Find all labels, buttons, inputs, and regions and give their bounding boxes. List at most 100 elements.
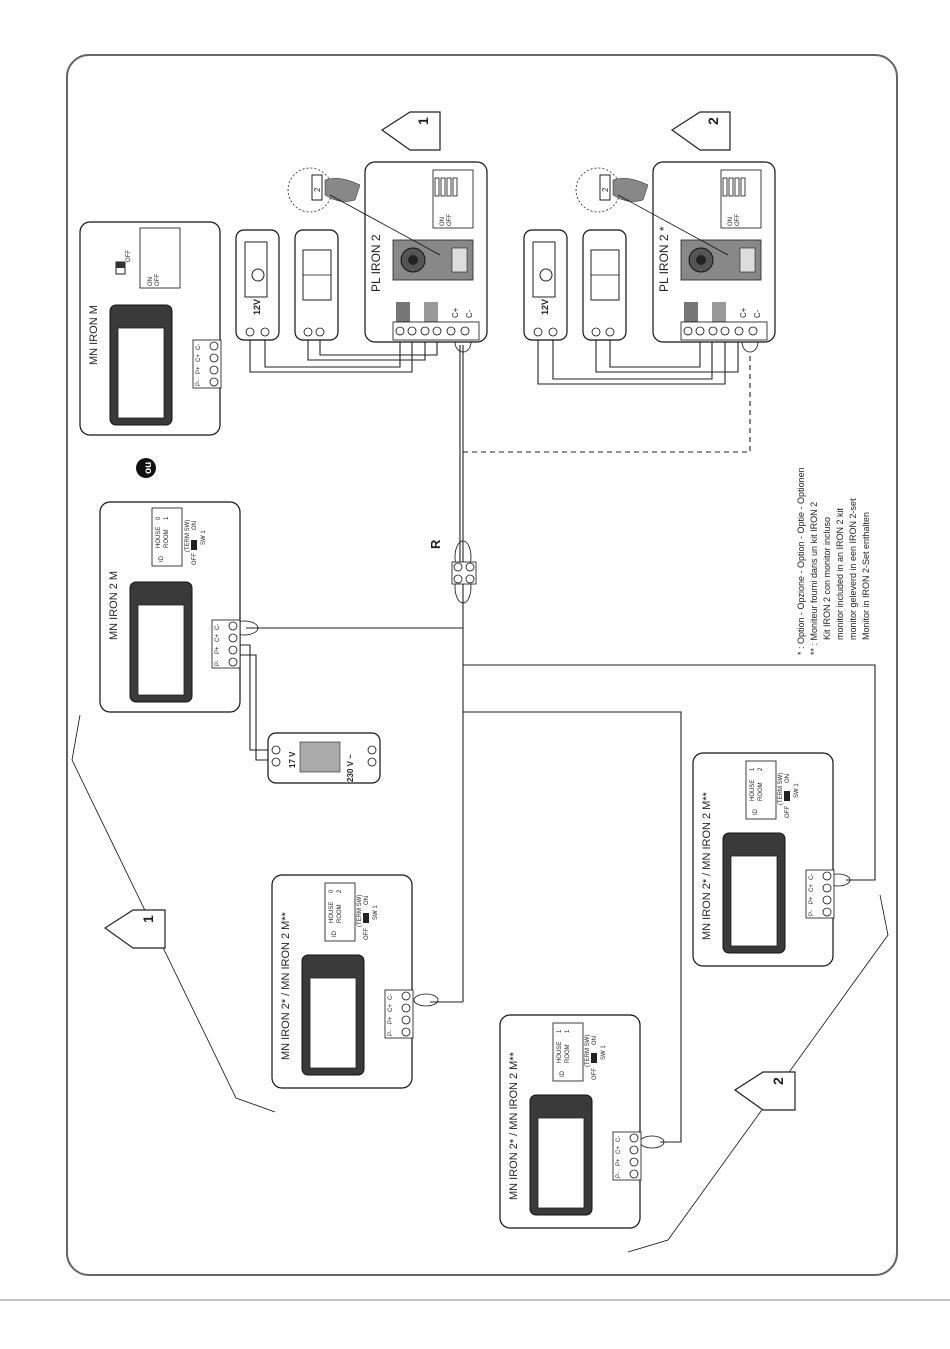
mn-iron-2-m-room: ROOM — [164, 529, 170, 548]
combo-c-term: (TERM SW) — [778, 773, 784, 805]
mn-iron-2-m-id: ID — [159, 555, 165, 562]
door-station-1: PL IRON 2 ON OFF C+ C- — [364, 161, 488, 343]
combo-b-room: ROOM — [565, 1044, 571, 1063]
mn-iron-m-term-label: P+ — [196, 366, 202, 374]
mn-iron-2-m-house-val: 0 — [156, 516, 162, 520]
monitor-combo-a: MN IRON 2* / MN IRON 2 M** ID HOUSE ROOM… — [271, 874, 414, 1089]
callout-1-label: 1 — [140, 915, 156, 923]
combo-c-term-label: C+ — [809, 884, 815, 892]
mn-iron-m-term-label: P- — [196, 380, 202, 386]
lock-2-voltage: 12V — [540, 299, 550, 315]
combo-c-term-label: P- — [809, 910, 815, 916]
mn-iron-m-term-label: C- — [196, 344, 202, 350]
legend-line-5: monitor geleverd in een IRON 2-set — [848, 498, 858, 640]
callout-2-label: 2 — [770, 1077, 786, 1085]
combo-b-sw: SW 1 — [601, 1045, 607, 1060]
combo-c-id: ID — [753, 808, 759, 815]
callout-1: 1 — [71, 714, 276, 1113]
mn-iron-2-m-term-label: C- — [215, 624, 221, 630]
gate-2 — [582, 229, 627, 341]
dip-magnifier-1: 2 — [287, 167, 441, 256]
legend-line-2: ** : Moniteur fourni dans un kit IRON 2 — [809, 502, 819, 655]
combo-a-room: ROOM — [337, 904, 343, 923]
combo-b-term-label: C- — [616, 1136, 622, 1142]
combo-a-term-label: C- — [388, 994, 394, 1000]
mn-iron-m-term-label: C+ — [196, 354, 202, 362]
door-station-2-title: PL IRON 2 * — [657, 226, 671, 292]
mn-iron-2-m-terminals: P- P+ C+ C- — [211, 619, 241, 669]
combo-b-terminals: P- P+ C+ C- — [612, 1131, 642, 1181]
combo-c-term-label: P+ — [809, 896, 815, 904]
station-arrow-2-label: 2 — [705, 117, 721, 125]
legend-line-4: monitor included in an IRON 2 kit — [835, 507, 845, 640]
mn-iron-m-dip-on: ON — [148, 277, 154, 286]
legend: * : Option - Opzione - Option - Optie - … — [796, 467, 871, 655]
or-badge-label: ou — [143, 462, 154, 474]
monitor-mn-iron-2-m: MN IRON 2 M ID HOUSE ROOM 0 1 (TERM SW) … — [99, 501, 241, 713]
psu-in: 230 V ~ — [346, 754, 355, 782]
door-station-2: PL IRON 2 * ON OFF C+ C- — [652, 161, 776, 343]
combo-c-room: ROOM — [758, 782, 764, 801]
combo-c-title: MN IRON 2* / MN IRON 2 M** — [701, 791, 713, 940]
door-station-1-title: PL IRON 2 — [369, 234, 383, 292]
combo-c-house-val: 1 — [750, 767, 756, 771]
door-station-1-dip-on: ON — [440, 217, 446, 226]
station-arrow-1: 1 — [380, 111, 441, 151]
mn-iron-2-m-term: (TERM SW) — [185, 520, 191, 552]
door-station-1-cminus: C- — [465, 309, 474, 318]
combo-b-title: MN IRON 2* / MN IRON 2 M** — [508, 1051, 520, 1200]
junction-r: R — [428, 539, 477, 585]
mn-iron-m-switch-off: OFF — [126, 250, 132, 262]
gate-1 — [294, 229, 339, 341]
door-station-1-cplus: C+ — [451, 307, 460, 318]
combo-a-house: HOUSE — [329, 902, 335, 923]
monitor-combo-b: MN IRON 2* / MN IRON 2 M** ID HOUSE ROOM… — [499, 1014, 642, 1229]
combo-b-term-label: P+ — [616, 1158, 622, 1166]
combo-c-sw: SW 1 — [794, 783, 800, 798]
mn-iron-2-m-term-label: C+ — [215, 634, 221, 642]
diagram-frame — [66, 54, 898, 1276]
combo-b-term: (TERM SW) — [585, 1035, 591, 1067]
callout-2: 2 — [627, 894, 889, 1253]
combo-a-terminals: P- P+ C+ C- — [384, 989, 414, 1039]
combo-c-room-val: 2 — [758, 767, 764, 771]
mn-iron-m-dip-off: OFF — [155, 274, 161, 286]
monitor-mn-iron-m: MN IRON M ON OFF OFF P- P+ C+ C- — [79, 221, 222, 436]
mn-iron-m-title: MN IRON M — [88, 305, 100, 365]
mn-iron-2-m-on: ON — [192, 521, 198, 530]
mn-iron-2-m-term-label: P+ — [215, 646, 221, 654]
combo-c-off: OFF — [785, 806, 791, 818]
combo-c-terminals: P- P+ C+ C- — [805, 869, 835, 919]
lock-2: 12V — [523, 229, 568, 341]
combo-b-on: ON — [592, 1036, 598, 1045]
door-station-2-dip-on: ON — [728, 217, 734, 226]
mn-iron-m-terminals: P- P+ C+ C- — [192, 339, 222, 389]
combo-c-term-label: C- — [809, 874, 815, 880]
power-supply: 17 V 230 V ~ — [267, 732, 381, 784]
mn-iron-2-m-house: HOUSE — [156, 527, 162, 548]
combo-b-off: OFF — [592, 1068, 598, 1080]
combo-a-term-label: P+ — [388, 1016, 394, 1024]
door-station-2-dip-off: OFF — [735, 214, 741, 226]
monitor-combo-c: MN IRON 2* / MN IRON 2 M** ID HOUSE ROOM… — [692, 752, 835, 967]
door-station-2-cplus: C+ — [739, 307, 748, 318]
combo-a-term-label: C+ — [388, 1004, 394, 1012]
door-station-1-dip-off: OFF — [447, 214, 453, 226]
mn-iron-2-m-sw: SW 1 — [201, 530, 207, 545]
station-arrow-1-label: 1 — [415, 117, 431, 125]
legend-line-3: Kit IRON 2 con monitor incluso — [822, 517, 832, 640]
combo-b-house: HOUSE — [557, 1042, 563, 1063]
station-arrow-2: 2 — [670, 111, 731, 151]
psu-out: 17 V — [288, 751, 297, 768]
combo-a-term: (TERM SW) — [357, 895, 363, 927]
combo-c-on: ON — [785, 774, 791, 783]
combo-a-title: MN IRON 2* / MN IRON 2 M** — [280, 911, 292, 1060]
dip-magnifier-1-label: 2 — [313, 187, 322, 192]
combo-a-sw: SW 1 — [373, 905, 379, 920]
combo-a-off: OFF — [364, 928, 370, 940]
combo-a-id: ID — [332, 930, 338, 937]
combo-c-house: HOUSE — [750, 780, 756, 801]
lock-1-voltage: 12V — [252, 299, 262, 315]
lock-1: 12V — [235, 229, 280, 341]
combo-a-on: ON — [364, 896, 370, 905]
